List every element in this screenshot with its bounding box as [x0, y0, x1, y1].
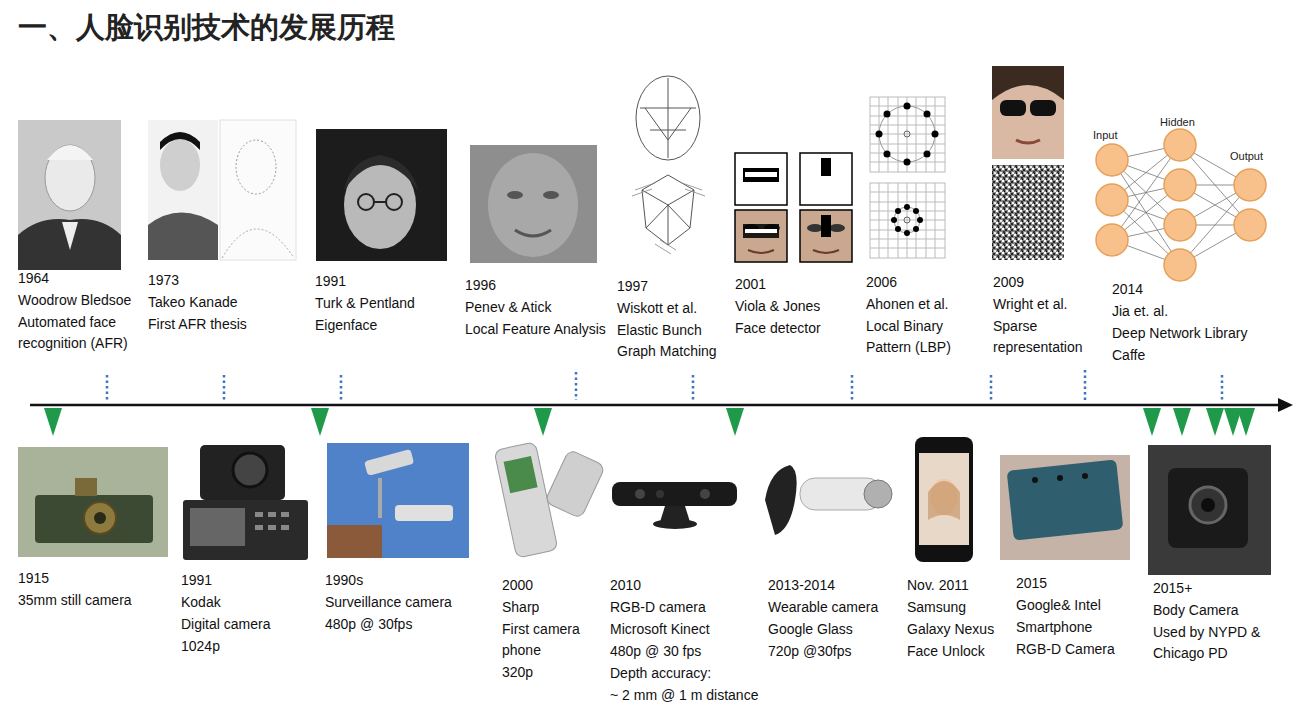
timeline-text: 2000: [502, 575, 592, 596]
timeline-text: Sparse representation: [993, 316, 1093, 358]
timeline-text: First camera phone: [502, 619, 592, 661]
timeline-text: Face detector: [735, 318, 821, 339]
timeline-text: Takeo Kanade: [148, 292, 238, 313]
timeline-text: Caffe: [1112, 345, 1145, 366]
network-layer-label: Output: [1230, 150, 1263, 163]
timeline-text: 480p @ 30 fps: [610, 641, 701, 662]
timeline-text: Nov. 2011: [907, 575, 969, 596]
network-layer-label: Input: [1093, 129, 1117, 142]
timeline-text: Turk & Pentland: [315, 293, 415, 314]
timeline-text: 1991: [181, 570, 212, 591]
timeline-text: ~ 2 mm @ 1 m distance: [610, 685, 758, 706]
timeline-text: Local Binary Pattern (LBP): [866, 316, 976, 358]
timeline-text: Kodak: [181, 592, 221, 613]
timeline-text: 1915: [18, 568, 49, 589]
timeline-text: 2015: [1016, 573, 1047, 594]
timeline-text: 2014: [1112, 279, 1143, 300]
timeline-text: Local Feature Analysis: [465, 319, 606, 340]
timeline-text: Woodrow Bledsoe: [18, 290, 143, 311]
timeline-text: Microsoft Kinect: [610, 619, 710, 640]
timeline-text: 2015+: [1153, 578, 1283, 599]
timeline-text: 35mm still camera: [18, 590, 132, 611]
timeline-text: Used by NYPD & Chicago PD: [1153, 622, 1283, 664]
timeline-text: 1990s: [325, 570, 363, 591]
timeline-text: Google& Intel: [1016, 595, 1101, 616]
timeline-text: 2009: [993, 272, 1093, 293]
timeline-text: Smartphone: [1016, 617, 1092, 638]
timeline-text: 1996: [465, 275, 496, 296]
timeline-text: 720p @30fps: [768, 641, 852, 662]
timeline-text: Body Camera: [1153, 600, 1283, 621]
timeline-text: RGB-D camera: [610, 597, 706, 618]
timeline-text: 1024p: [181, 636, 220, 657]
timeline-text: Samsung: [907, 597, 966, 618]
timeline-text: 1997: [617, 276, 727, 297]
timeline-text: 2001: [735, 274, 766, 295]
page-title: 一、人脸识别技术的发展历程: [18, 8, 395, 48]
timeline-text: First AFR thesis: [148, 314, 247, 335]
timeline-text: Google Glass: [768, 619, 853, 640]
network-layer-label: Hidden: [1160, 116, 1195, 129]
timeline-text: Face Unlock: [907, 641, 985, 662]
timeline-text: Wearable camera: [768, 597, 878, 618]
timeline-text: 1991: [315, 271, 346, 292]
timeline-text: 2010: [610, 575, 641, 596]
timeline-text: Depth accuracy:: [610, 663, 711, 684]
timeline-text: Surveillance camera: [325, 592, 452, 613]
timeline-text: Deep Network Library: [1112, 323, 1247, 344]
timeline-text: RGB-D Camera: [1016, 639, 1115, 660]
timeline-text: Sharp: [502, 597, 592, 618]
timeline-text: Penev & Atick: [465, 297, 551, 318]
timeline-text: 320p: [502, 662, 592, 683]
timeline-text: Galaxy Nexus: [907, 619, 994, 640]
timeline-text: Digital camera: [181, 614, 270, 635]
timeline-text: 1973: [148, 270, 179, 291]
timeline-text: Wright et al.: [993, 294, 1093, 315]
timeline-text: 2006: [866, 272, 976, 293]
timeline-text: Automated face recognition (AFR): [18, 312, 143, 354]
timeline-text: Eigenface: [315, 315, 377, 336]
timeline-text: Wiskott et al.: [617, 298, 727, 319]
timeline-text: 1964: [18, 268, 143, 289]
timeline-text: 2013-2014: [768, 575, 835, 596]
timeline-text: Jia et. al.: [1112, 301, 1168, 322]
timeline-text: Viola & Jones: [735, 296, 820, 317]
timeline-text: Elastic Bunch Graph Matching: [617, 320, 727, 362]
timeline-text: 480p @ 30fps: [325, 614, 412, 635]
timeline-text: Ahonen et al.: [866, 294, 976, 315]
